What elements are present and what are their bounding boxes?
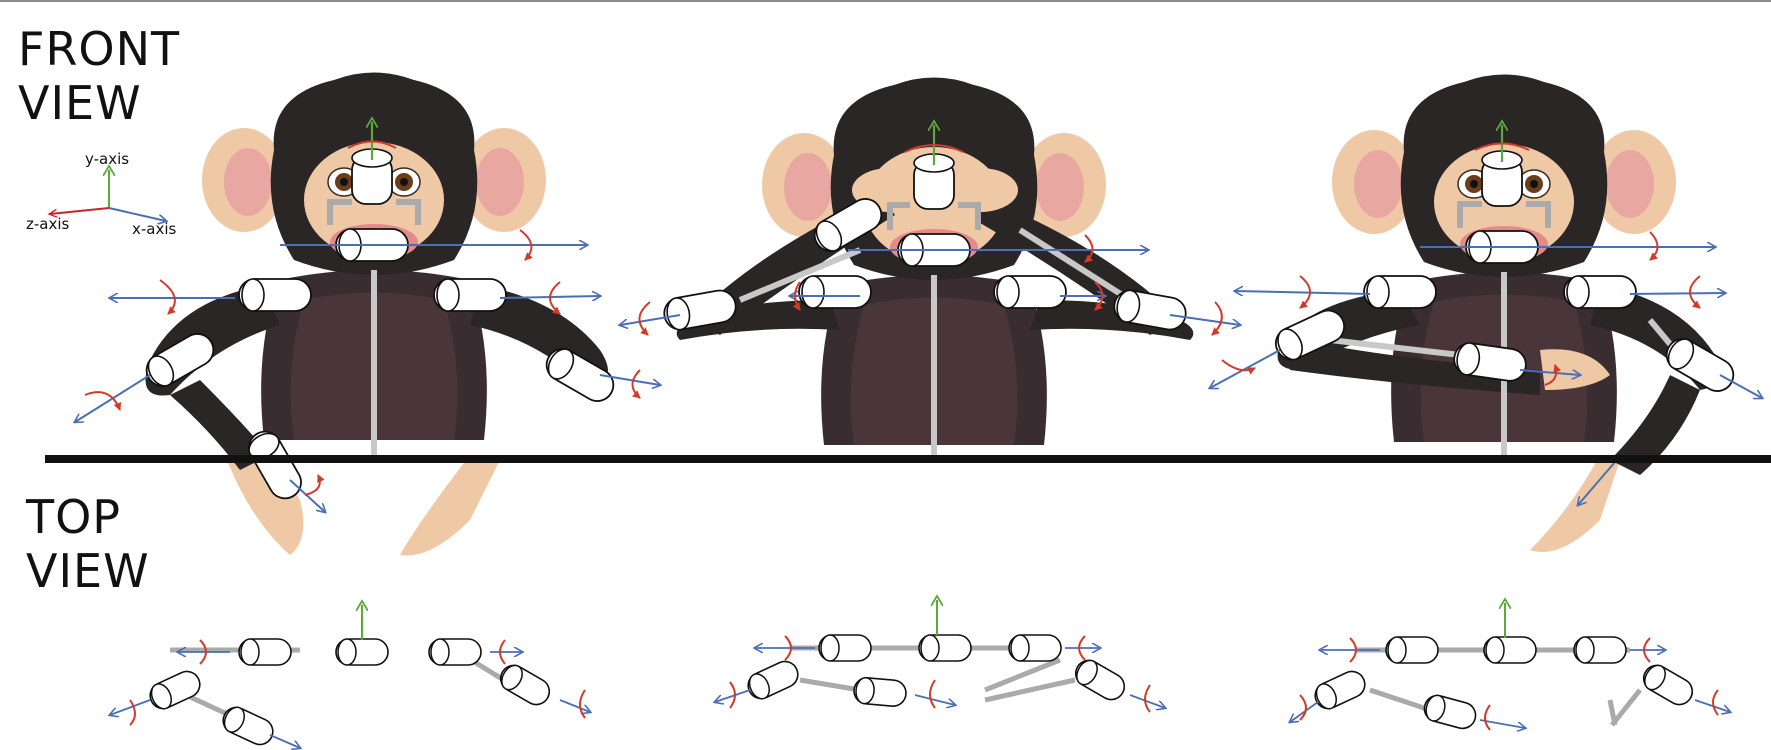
topview-right (1290, 603, 1730, 731)
monkey-center-rotation-arc-3 (1212, 302, 1222, 335)
topview-left-joint-2 (336, 639, 388, 665)
topview-right-joint-3 (1574, 637, 1626, 663)
z-axis-label: z-axis (26, 215, 70, 233)
topview-right-bone-d (1612, 690, 1640, 725)
topview-center-joint-1 (819, 635, 871, 661)
monkey-left-rotation-arc-5 (633, 370, 641, 398)
topview-center-joint-3 (1009, 635, 1061, 661)
z-axis-arrow (50, 208, 109, 214)
monkey-center-shoulder-r (994, 276, 1066, 308)
topview-left-arrow-5 (270, 735, 300, 748)
topview-left-joint-3 (429, 639, 481, 665)
x-axis-label: x-axis (132, 220, 177, 238)
topview-left-joint-1 (239, 639, 291, 665)
monkey-left-shoulder-r (434, 279, 506, 311)
topview-center-joint-6 (1071, 656, 1129, 705)
monkey-left-rotation-arc-6 (305, 475, 320, 495)
monkey-right-shoulder-l (1364, 276, 1436, 308)
axis-legend: y-axis x-axis z-axis (26, 150, 177, 238)
monkey-left (75, 73, 660, 556)
topview-center-bone-b (800, 680, 860, 690)
topview-center-arrow-4 (915, 695, 955, 705)
topview-right-arrow-3 (1290, 702, 1318, 722)
monkey-left-foot (400, 455, 500, 556)
monkey-right-shoulder-r (1564, 276, 1636, 308)
monkey-center-rotation-arc-2 (639, 302, 650, 335)
topview-center-arc-4 (930, 680, 935, 708)
topview-right-arc-3 (1300, 695, 1306, 720)
topview-center-arc-3 (730, 682, 735, 708)
monkey-center-shoulder-l (799, 276, 871, 308)
monkey-right-elbow-x-arrow (1210, 350, 1280, 388)
topview-center-joint-4 (744, 657, 802, 703)
topview-center-arrow-5 (1130, 695, 1165, 708)
monkey-left-shoulder-l (239, 279, 311, 311)
topview-right-joint-4 (1311, 667, 1369, 713)
topview-left (110, 605, 590, 749)
monkey-left-rotation-arc-4 (85, 392, 120, 410)
monkey-right-shoulder-x-arrow (1235, 291, 1370, 294)
topview-right-joint-6 (1639, 661, 1697, 710)
topview-right-joint-5 (1422, 693, 1479, 732)
monkey-right-shoulder-x-arrow-r (1630, 293, 1725, 294)
topview-left-arc-4 (580, 690, 585, 718)
topview-center (715, 600, 1165, 712)
monkey-left-rotation-arc-2 (550, 282, 560, 314)
y-axis-label: y-axis (85, 150, 129, 168)
topview-left-joint-5 (219, 703, 277, 749)
topview-left-arrow-3 (110, 700, 150, 715)
monkey-right (1210, 75, 1762, 553)
topview-right-joint-2 (1484, 637, 1536, 663)
topview-center-arrow-3 (715, 690, 750, 702)
topview-right-bone-b (1370, 690, 1430, 710)
monkey-right-foot (1530, 455, 1620, 552)
topview-center-joint-2 (919, 635, 971, 661)
table-edge-line (45, 455, 1771, 463)
topview-right-arc-5 (1713, 690, 1718, 715)
topview-left-joint-4 (146, 667, 204, 713)
topview-center-joint-5 (853, 677, 907, 707)
topview-center-arc-5 (1145, 685, 1150, 712)
monkey-right-rotation-arc-4 (1222, 360, 1255, 370)
topview-left-joint-6 (496, 661, 554, 710)
topview-right-joint-1 (1386, 637, 1438, 663)
topview-left-arc-3 (130, 700, 135, 725)
topview-left-arrow-4 (560, 700, 590, 712)
monkey-center (620, 78, 1240, 461)
monkey-right-rotation-arc-3 (1690, 276, 1700, 308)
topview-right-arc-4 (1485, 705, 1490, 730)
